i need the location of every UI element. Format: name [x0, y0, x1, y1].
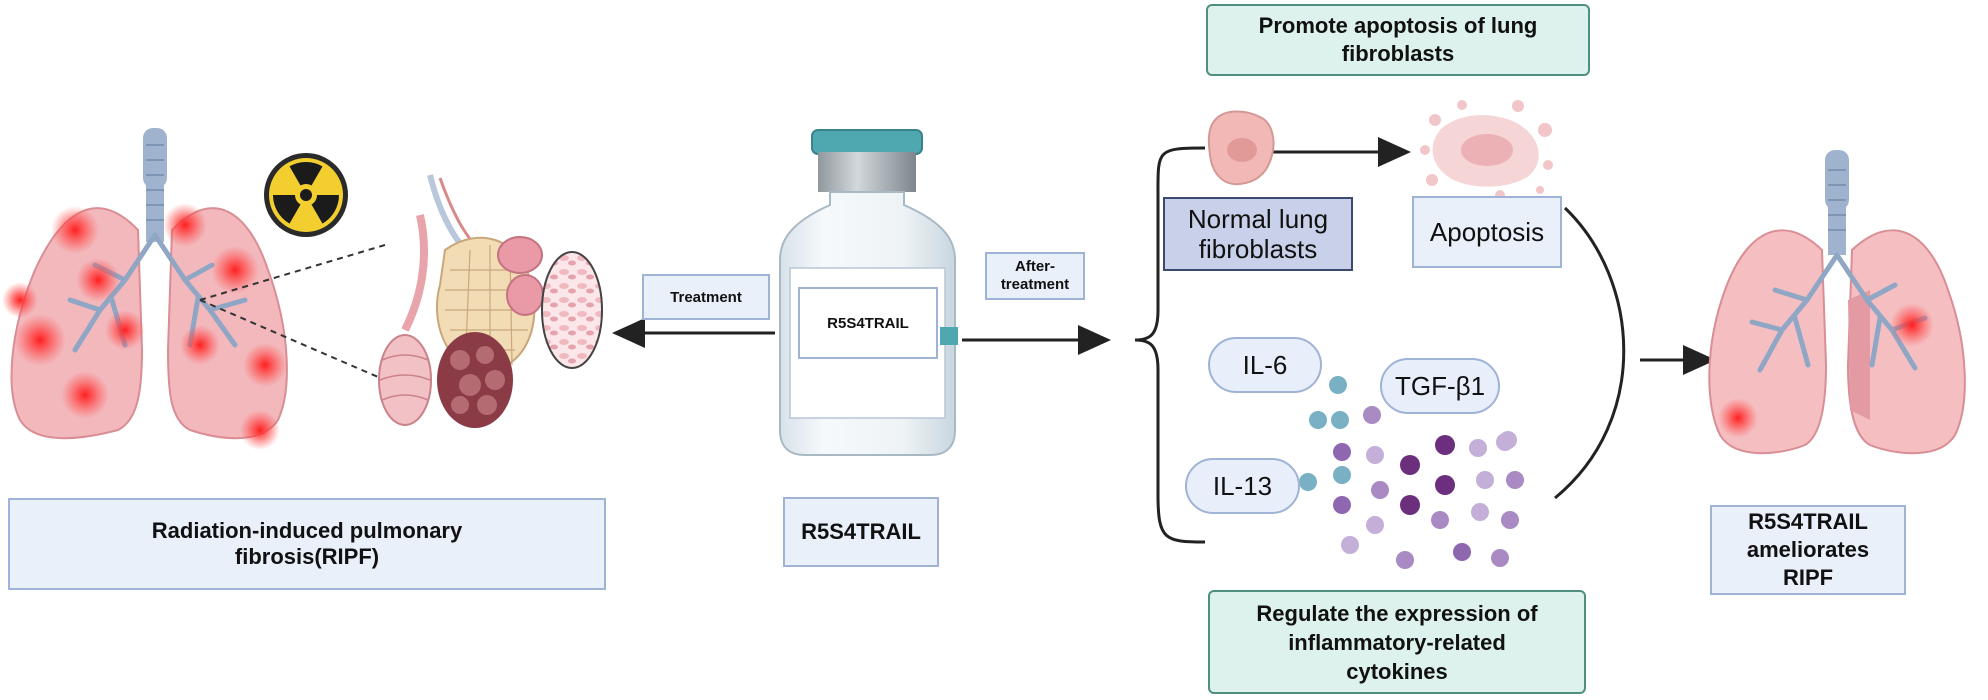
drug-name-label: R5S4TRAIL	[783, 497, 939, 567]
radiation-icon	[264, 153, 348, 237]
treatment-text: Treatment	[670, 288, 742, 306]
promote-text: Promote apoptosis of lung fibroblasts	[1258, 13, 1538, 66]
regulate-text: Regulate the expression of inflammatory-…	[1256, 600, 1538, 684]
ameliorates-label: R5S4TRAIL ameliorates RIPF	[1710, 505, 1906, 595]
apoptotic-cell-icon	[1420, 100, 1553, 200]
alveoli-icon	[378, 174, 544, 428]
drug-name-text: R5S4TRAIL	[801, 519, 921, 544]
healthy-lung-icon	[1708, 150, 1966, 455]
vial-label: R5S4TRAIL	[798, 287, 938, 359]
ripf-label: Radiation-induced pulmonary fibrosis(RIP…	[8, 498, 606, 590]
cytokine-dots-icon	[1299, 376, 1524, 569]
normal-fibroblasts-label: Normal lung fibroblasts	[1163, 197, 1353, 271]
apoptosis-label: Apoptosis	[1412, 196, 1562, 268]
vial-label-text: R5S4TRAIL	[827, 314, 909, 332]
il6-text: IL-6	[1242, 349, 1288, 380]
lung-icon	[2, 128, 288, 450]
il6-label: IL-6	[1208, 337, 1322, 393]
ripf-label-text: Radiation-induced pulmonary fibrosis(RIP…	[151, 518, 463, 569]
normal-fibroblasts-text: Normal lung fibroblasts	[1187, 204, 1329, 264]
tgfb1-label: TGF-β1	[1380, 358, 1500, 414]
promote-label: Promote apoptosis of lung fibroblasts	[1206, 4, 1590, 76]
tgfb1-text: TGF-β1	[1394, 370, 1486, 401]
fibroblast-cell-icon	[1207, 110, 1275, 186]
treatment-label: Treatment	[642, 274, 770, 320]
after-treatment-text: After-treatment	[1000, 258, 1070, 293]
regulate-label: Regulate the expression of inflammatory-…	[1208, 590, 1586, 694]
ameliorates-text: R5S4TRAIL ameliorates RIPF	[1746, 509, 1870, 590]
il13-text: IL-13	[1212, 470, 1273, 501]
after-treatment-label: After-treatment	[985, 252, 1085, 300]
tissue-magnifier-icon	[541, 251, 603, 369]
il13-label: IL-13	[1185, 458, 1300, 514]
apoptosis-text: Apoptosis	[1429, 216, 1545, 247]
